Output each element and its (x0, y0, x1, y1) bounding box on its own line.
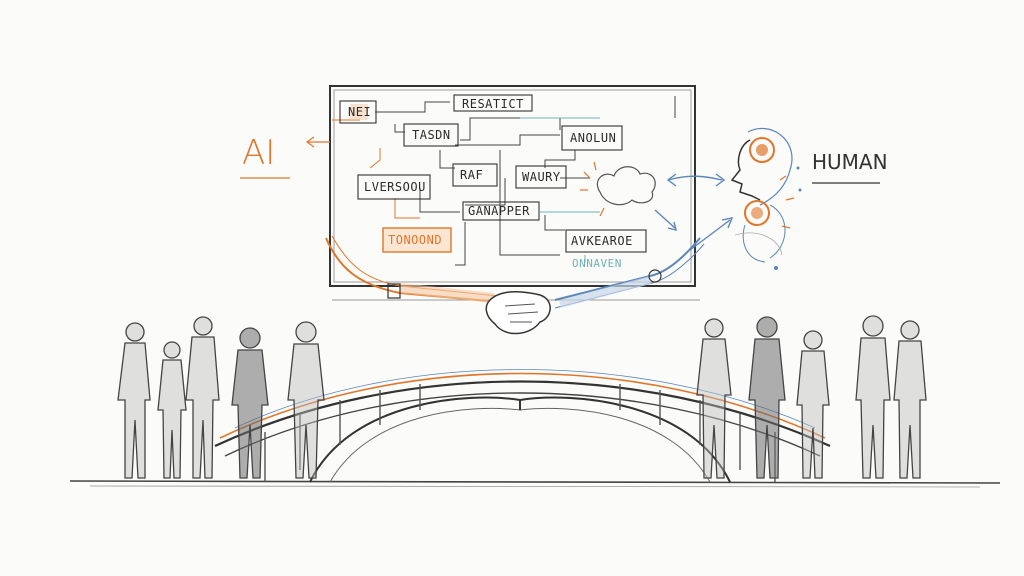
person-right-3 (796, 330, 830, 479)
exchange-arrows (654, 173, 734, 251)
diagram-box-lversoou: LVERSOOU (364, 180, 426, 194)
person-left-1 (117, 322, 151, 479)
diagram-box-resatict: RESATICT (462, 97, 524, 111)
diagram-box-tasdn: TASDN (412, 128, 451, 142)
person-left-3 (185, 316, 220, 479)
ground-line-shadow (89, 485, 981, 488)
person-right-4 (855, 315, 891, 479)
diagram-box-nei: NEI (348, 105, 372, 119)
ai-label: AI (242, 133, 276, 173)
whiteboard (329, 85, 700, 301)
diagram-box-tonoond: TONOOND (388, 233, 443, 247)
cloud-doodle (596, 166, 656, 206)
highlighted-box-outline (382, 227, 452, 253)
diagram-box-ganapper: GANAPPER (468, 204, 530, 218)
person-left-4 (231, 327, 269, 479)
person-left-2 (157, 341, 187, 479)
human-label: HUMAN (812, 150, 888, 174)
diagram-box-avkearoe: AVKEAROE (571, 234, 633, 248)
diagram-box-raf: RAF (460, 168, 484, 182)
robot-head (730, 127, 802, 270)
crowd-silhouettes (117, 315, 927, 479)
diagram-box-waury: WAURY (522, 170, 561, 184)
flowchart-boxes (339, 94, 647, 253)
handshake (325, 235, 705, 335)
ground-line (69, 480, 1001, 484)
diagram-caption: ONNAVEN (572, 257, 622, 270)
person-left-5 (287, 321, 325, 479)
person-right-5 (893, 320, 927, 479)
flowchart-connectors (375, 96, 676, 266)
diagram-box-anolun: ANOLUN (570, 131, 617, 145)
person-right-2 (748, 316, 786, 479)
bridge (214, 369, 831, 483)
person-right-1 (696, 318, 732, 479)
